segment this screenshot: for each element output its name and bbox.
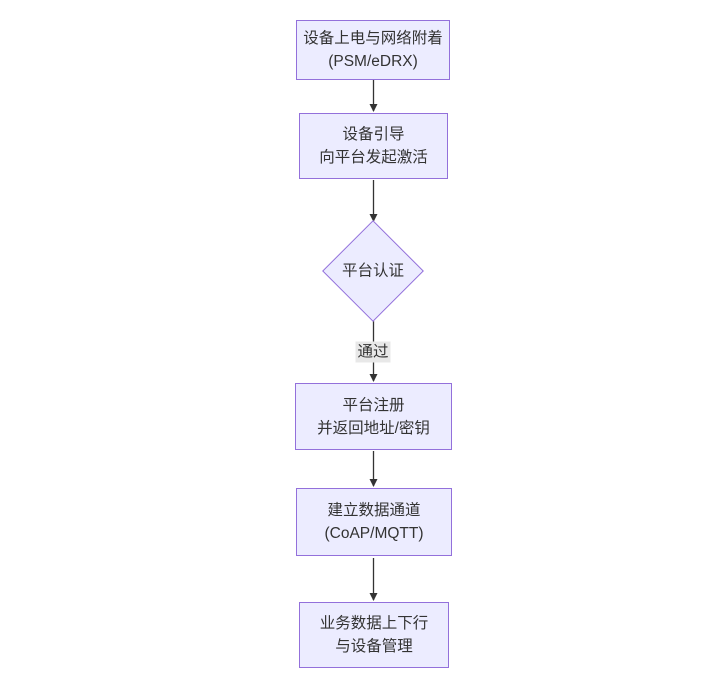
node-text-line: 业务数据上下行 (319, 615, 429, 632)
node-business-data-mgmt: 业务数据上下行 与设备管理 (299, 602, 449, 668)
node-text-line: (CoAP/MQTT) (324, 525, 424, 542)
node-text-line: 建立数据通道 (327, 502, 421, 519)
node-power-network-attach: 设备上电与网络附着 (PSM/eDRX) (296, 20, 450, 80)
node-text-line: 平台注册 (342, 396, 405, 414)
node-text-line: 设备上电与网络附着 (303, 30, 443, 47)
node-text-line: 向平台发起激活 (319, 149, 428, 166)
decision-platform-auth-label: 平台认证 (341, 262, 405, 280)
node-text-line: (PSM/eDRX) (328, 53, 418, 70)
node-text-line: 与设备管理 (335, 638, 413, 655)
node-text-line: 设备引导 (342, 126, 405, 143)
node-device-bootstrap: 设备引导 向平台发起激活 (299, 113, 448, 179)
node-data-channel: 建立数据通道 (CoAP/MQTT) (296, 488, 452, 556)
edge-label-pass: 通过 (355, 341, 391, 363)
node-text-line: 并返回地址/密钥 (317, 419, 430, 437)
node-platform-register: 平台注册 并返回地址/密钥 (295, 383, 452, 450)
